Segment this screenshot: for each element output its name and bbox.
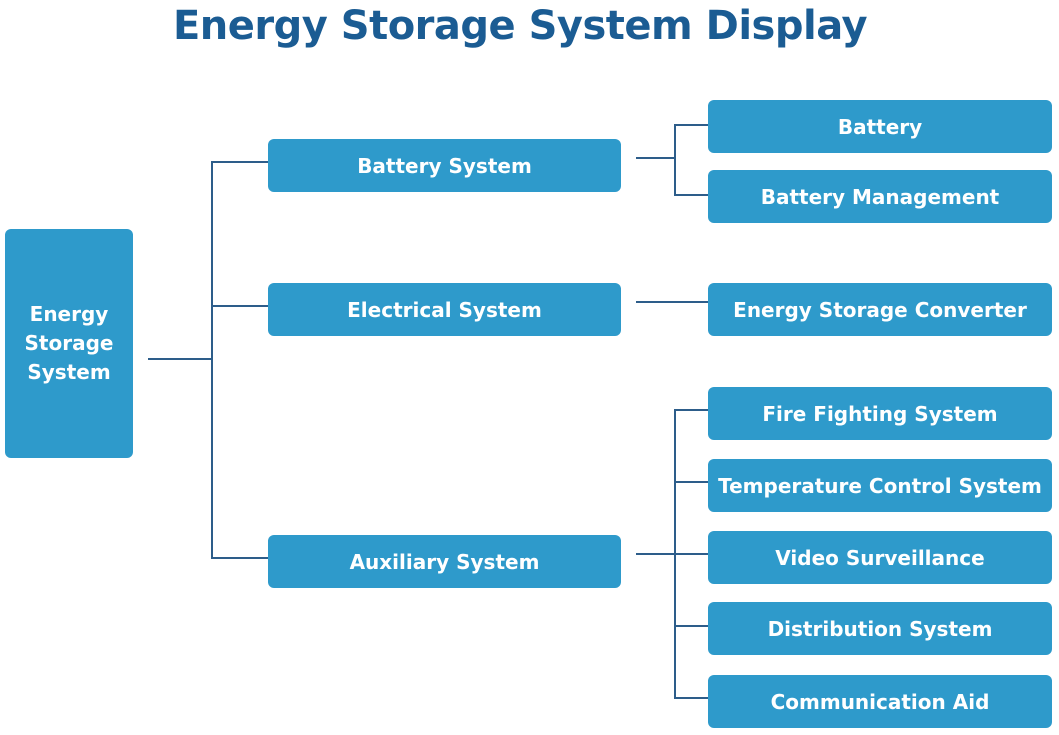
node-label: Battery System (357, 153, 532, 178)
connector-leaf-fire-fighting (674, 409, 708, 411)
node-electrical-system: Electrical System (268, 283, 621, 336)
node-label: Distribution System (767, 616, 993, 641)
node-battery-management: Battery Management (708, 170, 1052, 223)
node-auxiliary-system: Auxiliary System (268, 535, 621, 588)
connector-branch-battery-system (211, 161, 268, 163)
node-communication-aid: Communication Aid (708, 675, 1052, 728)
connector-leaf-distribution (674, 625, 708, 627)
node-label: Electrical System (347, 297, 542, 322)
node-distribution-system: Distribution System (708, 602, 1052, 655)
connector-battery-system-trunk (674, 124, 676, 195)
connector-leaf-battery-management (674, 194, 708, 196)
node-label: Fire Fighting System (762, 401, 998, 426)
connector-leaf-video-surveillance (674, 553, 708, 555)
connector-root-trunk (211, 161, 213, 559)
node-label: Energy Storage Converter (733, 297, 1027, 322)
connector-root-stub (148, 358, 212, 360)
connector-leaf-battery (674, 124, 708, 126)
connector-branch-auxiliary-system (211, 557, 268, 559)
node-label: Auxiliary System (349, 549, 540, 574)
node-label: Energy Storage System (24, 302, 114, 384)
connector-leaf-communication-aid (674, 697, 708, 699)
page-title: Energy Storage System Display (172, 3, 868, 49)
node-battery: Battery (708, 100, 1052, 153)
node-fire-fighting-system: Fire Fighting System (708, 387, 1052, 440)
node-label: Temperature Control System (718, 473, 1042, 498)
connector-branch-electrical-system (211, 305, 268, 307)
node-label: Battery Management (760, 184, 1000, 209)
node-energy-storage-converter: Energy Storage Converter (708, 283, 1052, 336)
node-energy-storage-system: Energy Storage System (5, 229, 133, 458)
node-label: Communication Aid (770, 689, 990, 714)
connector-electrical-system-leaf (636, 301, 708, 303)
node-label: Battery (837, 114, 923, 139)
node-battery-system: Battery System (268, 139, 621, 192)
node-temperature-control-system: Temperature Control System (708, 459, 1052, 512)
connector-battery-system-stub (636, 157, 675, 159)
connector-leaf-temperature-control (674, 481, 708, 483)
node-label: Video Surveillance (775, 545, 985, 570)
connector-auxiliary-system-stub (636, 553, 675, 555)
node-video-surveillance: Video Surveillance (708, 531, 1052, 584)
